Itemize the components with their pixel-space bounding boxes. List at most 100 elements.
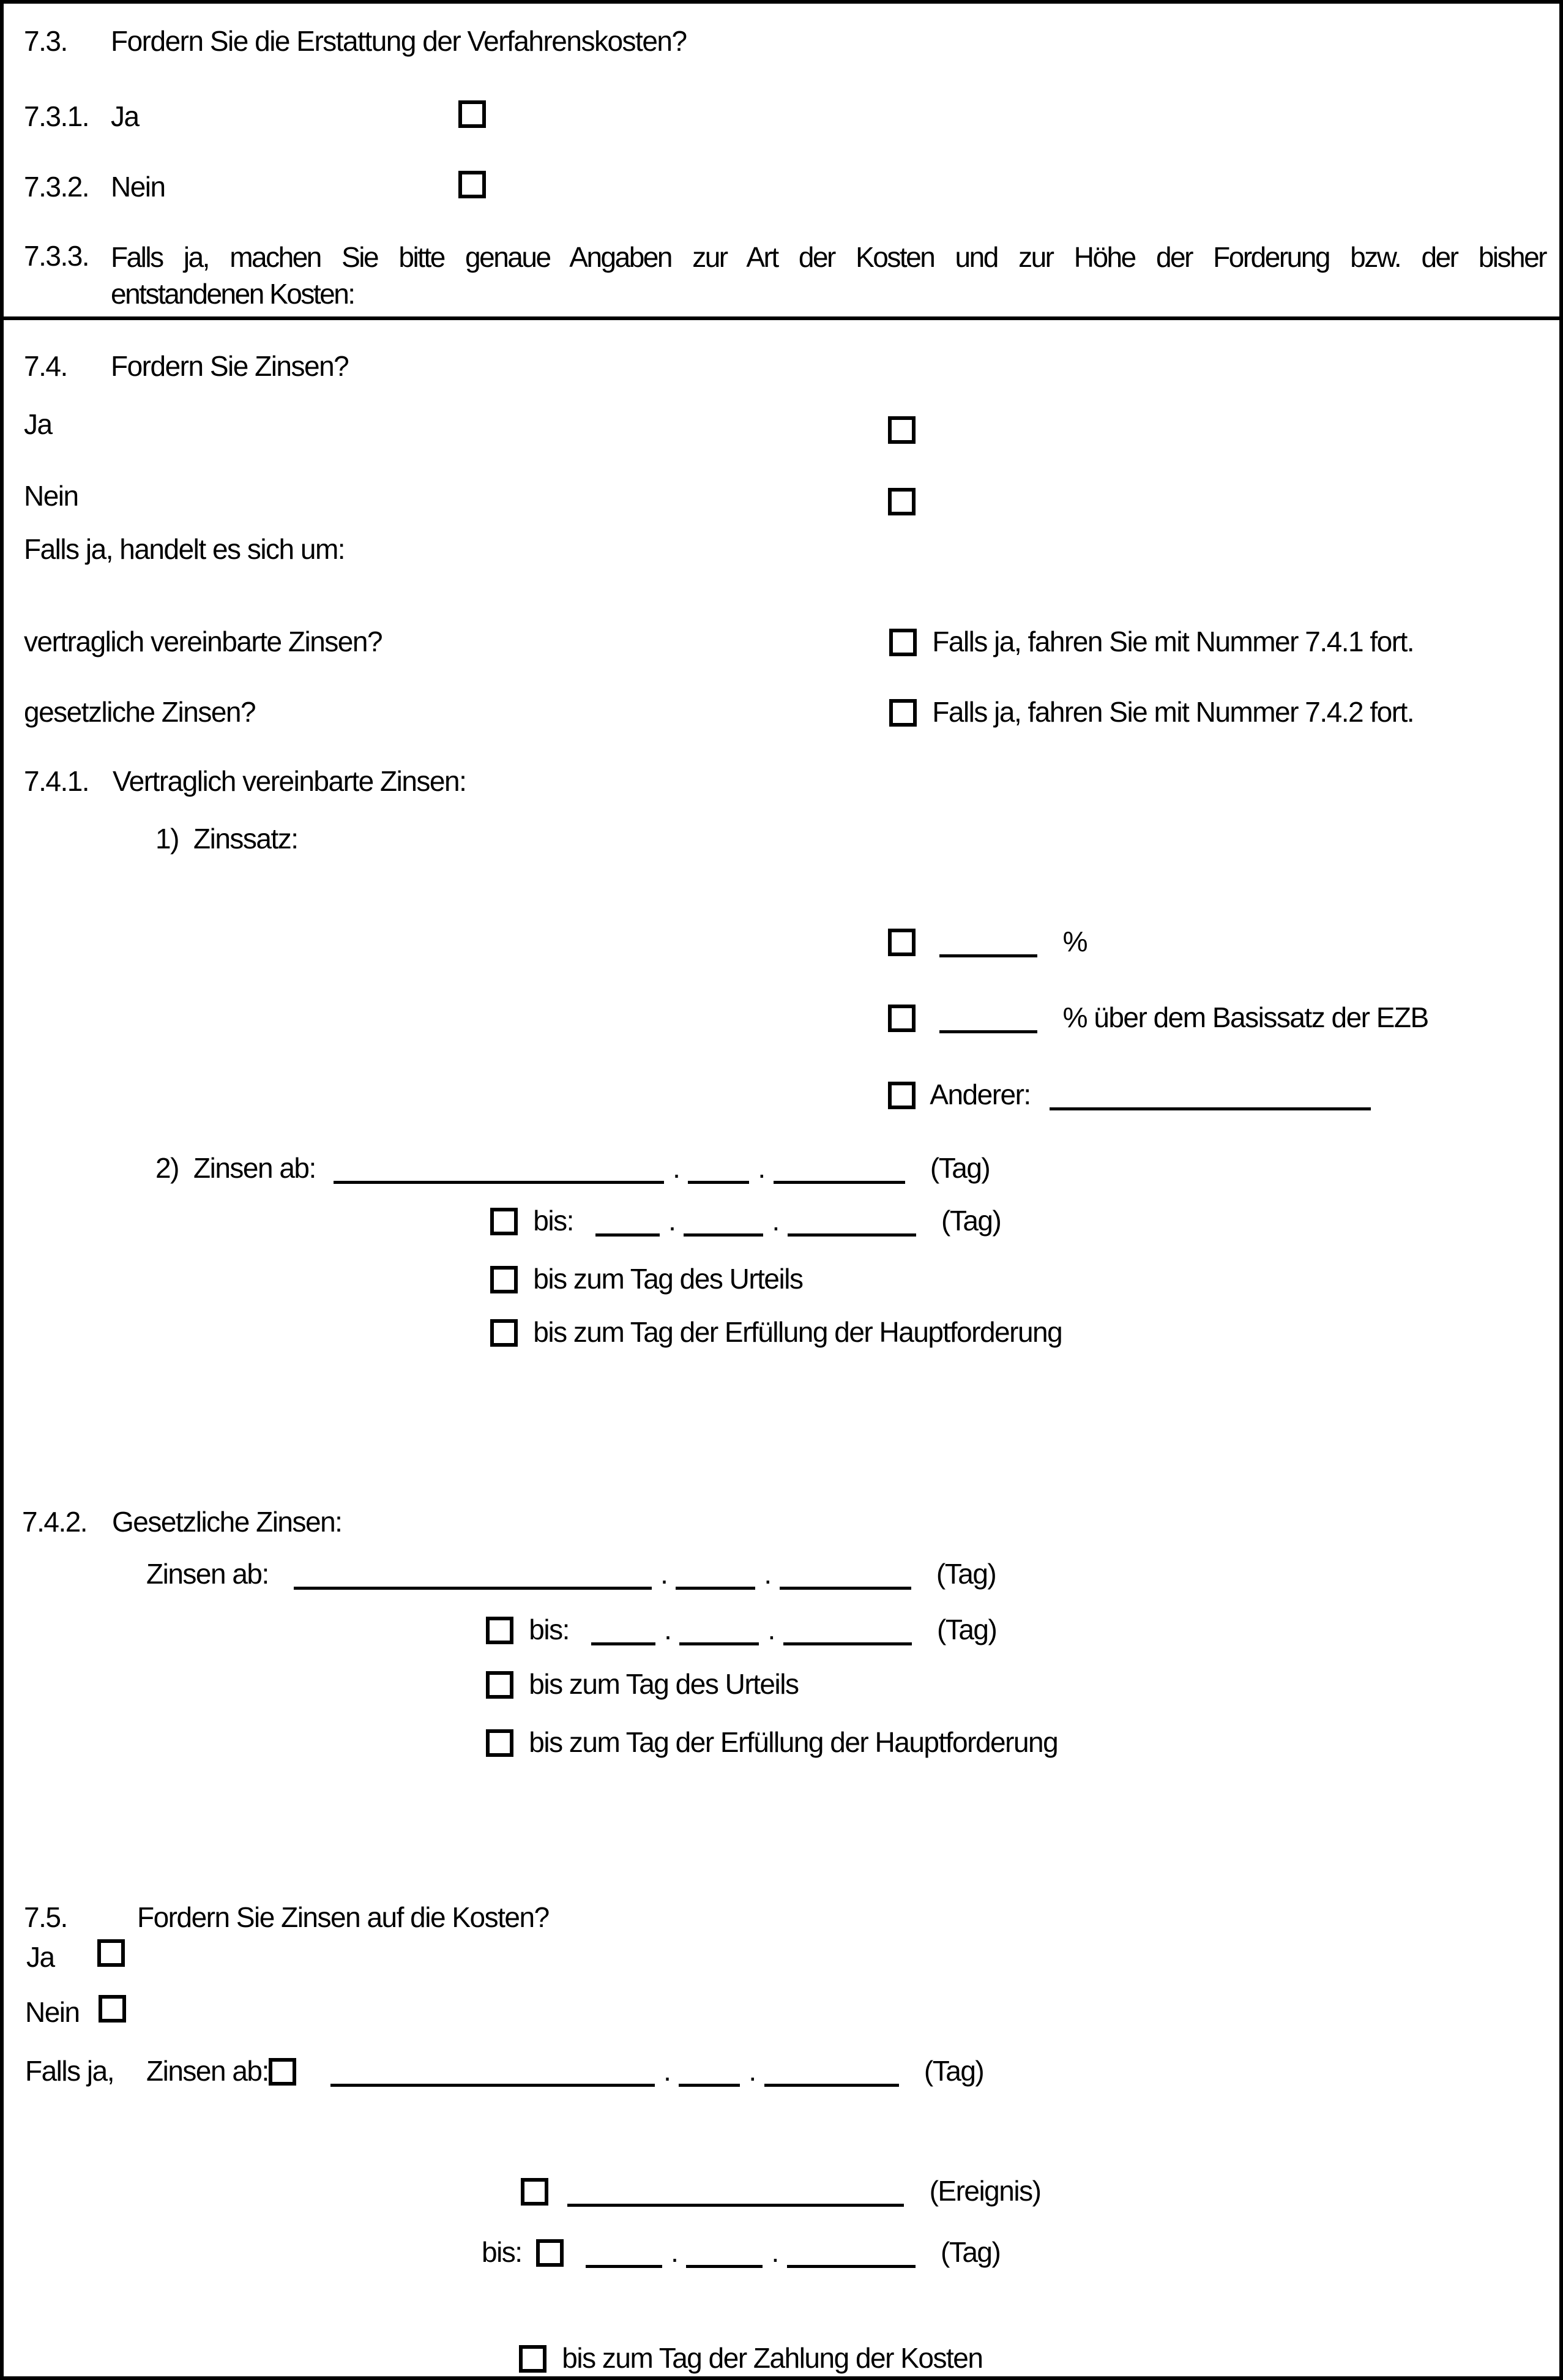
checkbox-742-bis-datum[interactable] — [486, 1617, 513, 1644]
checkbox-7-4-ja[interactable] — [888, 416, 916, 444]
blank-75-bis-seg3[interactable] — [786, 2264, 916, 2268]
row-7-4-nein: Nein — [24, 479, 79, 513]
checkbox-741-bis-erfuellung[interactable] — [490, 1319, 518, 1347]
row-741-bis-urteil: bis zum Tag des Urteils — [490, 1262, 804, 1296]
row-7-4-question: 7.4. Fordern Sie Zinsen? — [24, 349, 349, 383]
section-7-4-1-number: 7.4.1. — [24, 765, 90, 797]
checkbox-75-zinsen-ab[interactable] — [268, 2058, 296, 2086]
blank-741-bis-seg3[interactable] — [787, 1232, 916, 1237]
row-742-bis-urteil: bis zum Tag des Urteils — [486, 1667, 799, 1701]
label-742-bis-urteil: bis zum Tag des Urteils — [529, 1668, 799, 1700]
label-7-3-2-nein: Nein — [111, 171, 166, 203]
blank-742-zinsen-ab-seg2[interactable] — [676, 1585, 756, 1590]
blank-742-bis-seg3[interactable] — [783, 1641, 912, 1645]
label-7-5-nein: Nein — [25, 1996, 80, 2028]
checkbox-7-4-nein[interactable] — [888, 488, 916, 515]
row-7-4-1-title: 7.4.1. Vertraglich vereinbarte Zinsen: — [24, 764, 467, 798]
label-tag: (Tag) — [941, 1205, 1002, 1237]
label-prozent-ezb: % über dem Basissatz der EZB — [1062, 1001, 1430, 1033]
blank-742-zinsen-ab-seg1[interactable] — [294, 1585, 652, 1590]
checkbox-75-bis-datum[interactable] — [535, 2239, 564, 2267]
blank-75-zinsen-ab-seg1[interactable] — [330, 2082, 655, 2087]
label-75-bis-zahlung: bis zum Tag der Zahlung der Kosten — [562, 2342, 983, 2374]
row-742-bis-erfuellung: bis zum Tag der Erfüllung der Hauptforde… — [486, 1725, 1059, 1759]
label-742-bis: bis: — [529, 1614, 570, 1645]
checkbox-vertragliche-zinsen[interactable] — [889, 629, 917, 656]
label-7-4-ja: Ja — [24, 408, 53, 440]
row-7-3-question: 7.3. Fordern Sie die Erstattung der Verf… — [24, 24, 687, 58]
label-zinssatz: Zinssatz: — [193, 823, 299, 855]
checkbox-zinssatz-anderer[interactable] — [888, 1082, 916, 1109]
row-7-5-question: 7.5. Fordern Sie Zinsen auf die Kosten? — [24, 1900, 550, 1934]
group-741-zinsen-ab: Zinsen ab: .. (Tag) — [193, 1151, 991, 1185]
label-vertragliche-zinsen: vertraglich vereinbarte Zinsen? — [24, 626, 383, 657]
row-7-3-1-ja: 7.3.1. Ja — [24, 99, 140, 133]
checkbox-zinssatz-ezb[interactable] — [888, 1005, 916, 1032]
blank-742-bis-seg1[interactable] — [591, 1641, 656, 1645]
blank-zinssatz-ezb[interactable] — [939, 1029, 1038, 1033]
blank-741-zinsen-ab-seg2[interactable] — [688, 1180, 750, 1184]
section-7-3-2-number: 7.3.2. — [24, 171, 90, 203]
row-742-zinsen-ab: Zinsen ab: .. (Tag) — [146, 1557, 997, 1591]
checkbox-742-bis-erfuellung[interactable] — [486, 1729, 513, 1757]
group-vertraglich-hint: Falls ja, fahren Sie mit Nummer 7.4.1 fo… — [889, 624, 1415, 659]
label-75-zinsen-ab: Zinsen ab: — [146, 2055, 269, 2087]
blank-75-bis-seg1[interactable] — [586, 2264, 663, 2268]
date-dot: . — [758, 1152, 766, 1184]
title-gesetzliche-zinsen: Gesetzliche Zinsen: — [112, 1506, 343, 1538]
blank-741-bis-seg2[interactable] — [684, 1232, 764, 1237]
blank-742-zinsen-ab-seg3[interactable] — [779, 1585, 911, 1590]
row-75-bis-zahlung: bis zum Tag der Zahlung der Kosten — [519, 2341, 983, 2375]
row-741-bis-datum: bis: .. (Tag) — [490, 1203, 1002, 1238]
blank-anderer[interactable] — [1050, 1106, 1371, 1110]
date-dot: . — [764, 1558, 772, 1590]
blank-75-zinsen-ab-seg3[interactable] — [764, 2082, 899, 2087]
checkbox-7-3-1-ja[interactable] — [458, 100, 486, 128]
checkbox-741-bis-datum[interactable] — [490, 1208, 518, 1235]
blank-741-zinsen-ab-seg3[interactable] — [773, 1180, 905, 1184]
hint-weiter-7-4-1: Falls ja, fahren Sie mit Nummer 7.4.1 fo… — [932, 626, 1414, 657]
section-divider-line — [4, 316, 1559, 320]
row-741-bis-erfuellung: bis zum Tag der Erfüllung der Hauptforde… — [490, 1315, 1063, 1349]
checkbox-742-bis-urteil[interactable] — [486, 1671, 513, 1699]
paragraph-7-3-3-line2: entstandenen Kosten: — [111, 278, 356, 310]
date-dot: . — [767, 1614, 775, 1645]
row-75-bis-datum: bis: .. (Tag) — [482, 2235, 1001, 2269]
label-7-3-1-ja: Ja — [111, 100, 140, 132]
blank-zinssatz-prozent[interactable] — [939, 953, 1038, 957]
title-vertraglich-vereinbarte-zinsen: Vertraglich vereinbarte Zinsen: — [113, 765, 467, 797]
label-742-bis-erfuellung: bis zum Tag der Erfüllung der Hauptforde… — [529, 1726, 1058, 1758]
checkbox-741-bis-urteil[interactable] — [490, 1266, 518, 1293]
label-prozent: % — [1062, 926, 1088, 957]
checkbox-75-ereignis[interactable] — [521, 2178, 548, 2206]
row-7-3-2-nein: 7.3.2. Nein — [24, 170, 166, 204]
date-dot: . — [771, 2236, 779, 2268]
row-zinssatz-ezb: % über dem Basissatz der EZB — [888, 1000, 1430, 1035]
checkbox-7-5-nein[interactable] — [99, 1995, 126, 2023]
checkbox-75-bis-zahlung[interactable] — [519, 2345, 546, 2373]
label-75-falls-ja: Falls ja, — [25, 2055, 114, 2087]
label-falls-ja-handelt: Falls ja, handelt es sich um: — [24, 533, 346, 565]
blank-741-zinsen-ab-seg1[interactable] — [334, 1180, 665, 1184]
row-7-3-3-number: 7.3.3. — [24, 239, 90, 273]
label-anderer: Anderer: — [930, 1079, 1031, 1110]
checkbox-gesetzliche-zinsen[interactable] — [889, 699, 917, 727]
blank-75-ereignis[interactable] — [567, 2202, 905, 2207]
checkbox-zinssatz-prozent[interactable] — [888, 929, 916, 956]
row-741-zinsen-ab: 2) Zinsen ab: .. (Tag) — [155, 1151, 991, 1185]
label-tag: (Tag) — [930, 1152, 991, 1184]
blank-75-zinsen-ab-seg2[interactable] — [679, 2082, 740, 2087]
label-gesetzliche-zinsen: gesetzliche Zinsen? — [24, 696, 256, 728]
blank-741-bis-seg1[interactable] — [595, 1232, 660, 1237]
row-7-5-nein: Nein — [25, 1995, 80, 2029]
row-gesetzliche-zinsen: gesetzliche Zinsen? Falls ja, fahren Sie… — [24, 695, 1415, 729]
date-dot: . — [772, 1205, 780, 1237]
blank-742-bis-seg2[interactable] — [679, 1641, 759, 1645]
row-zinssatz-anderer: Anderer: — [888, 1077, 1371, 1112]
group-75-zinsen-ab: Zinsen ab: .. (Tag) — [146, 2054, 985, 2088]
row-7-4-ja: Ja — [24, 407, 53, 441]
checkbox-7-3-2-nein[interactable] — [458, 171, 486, 198]
blank-75-bis-seg2[interactable] — [686, 2264, 763, 2268]
checkbox-7-5-ja[interactable] — [97, 1939, 125, 1967]
